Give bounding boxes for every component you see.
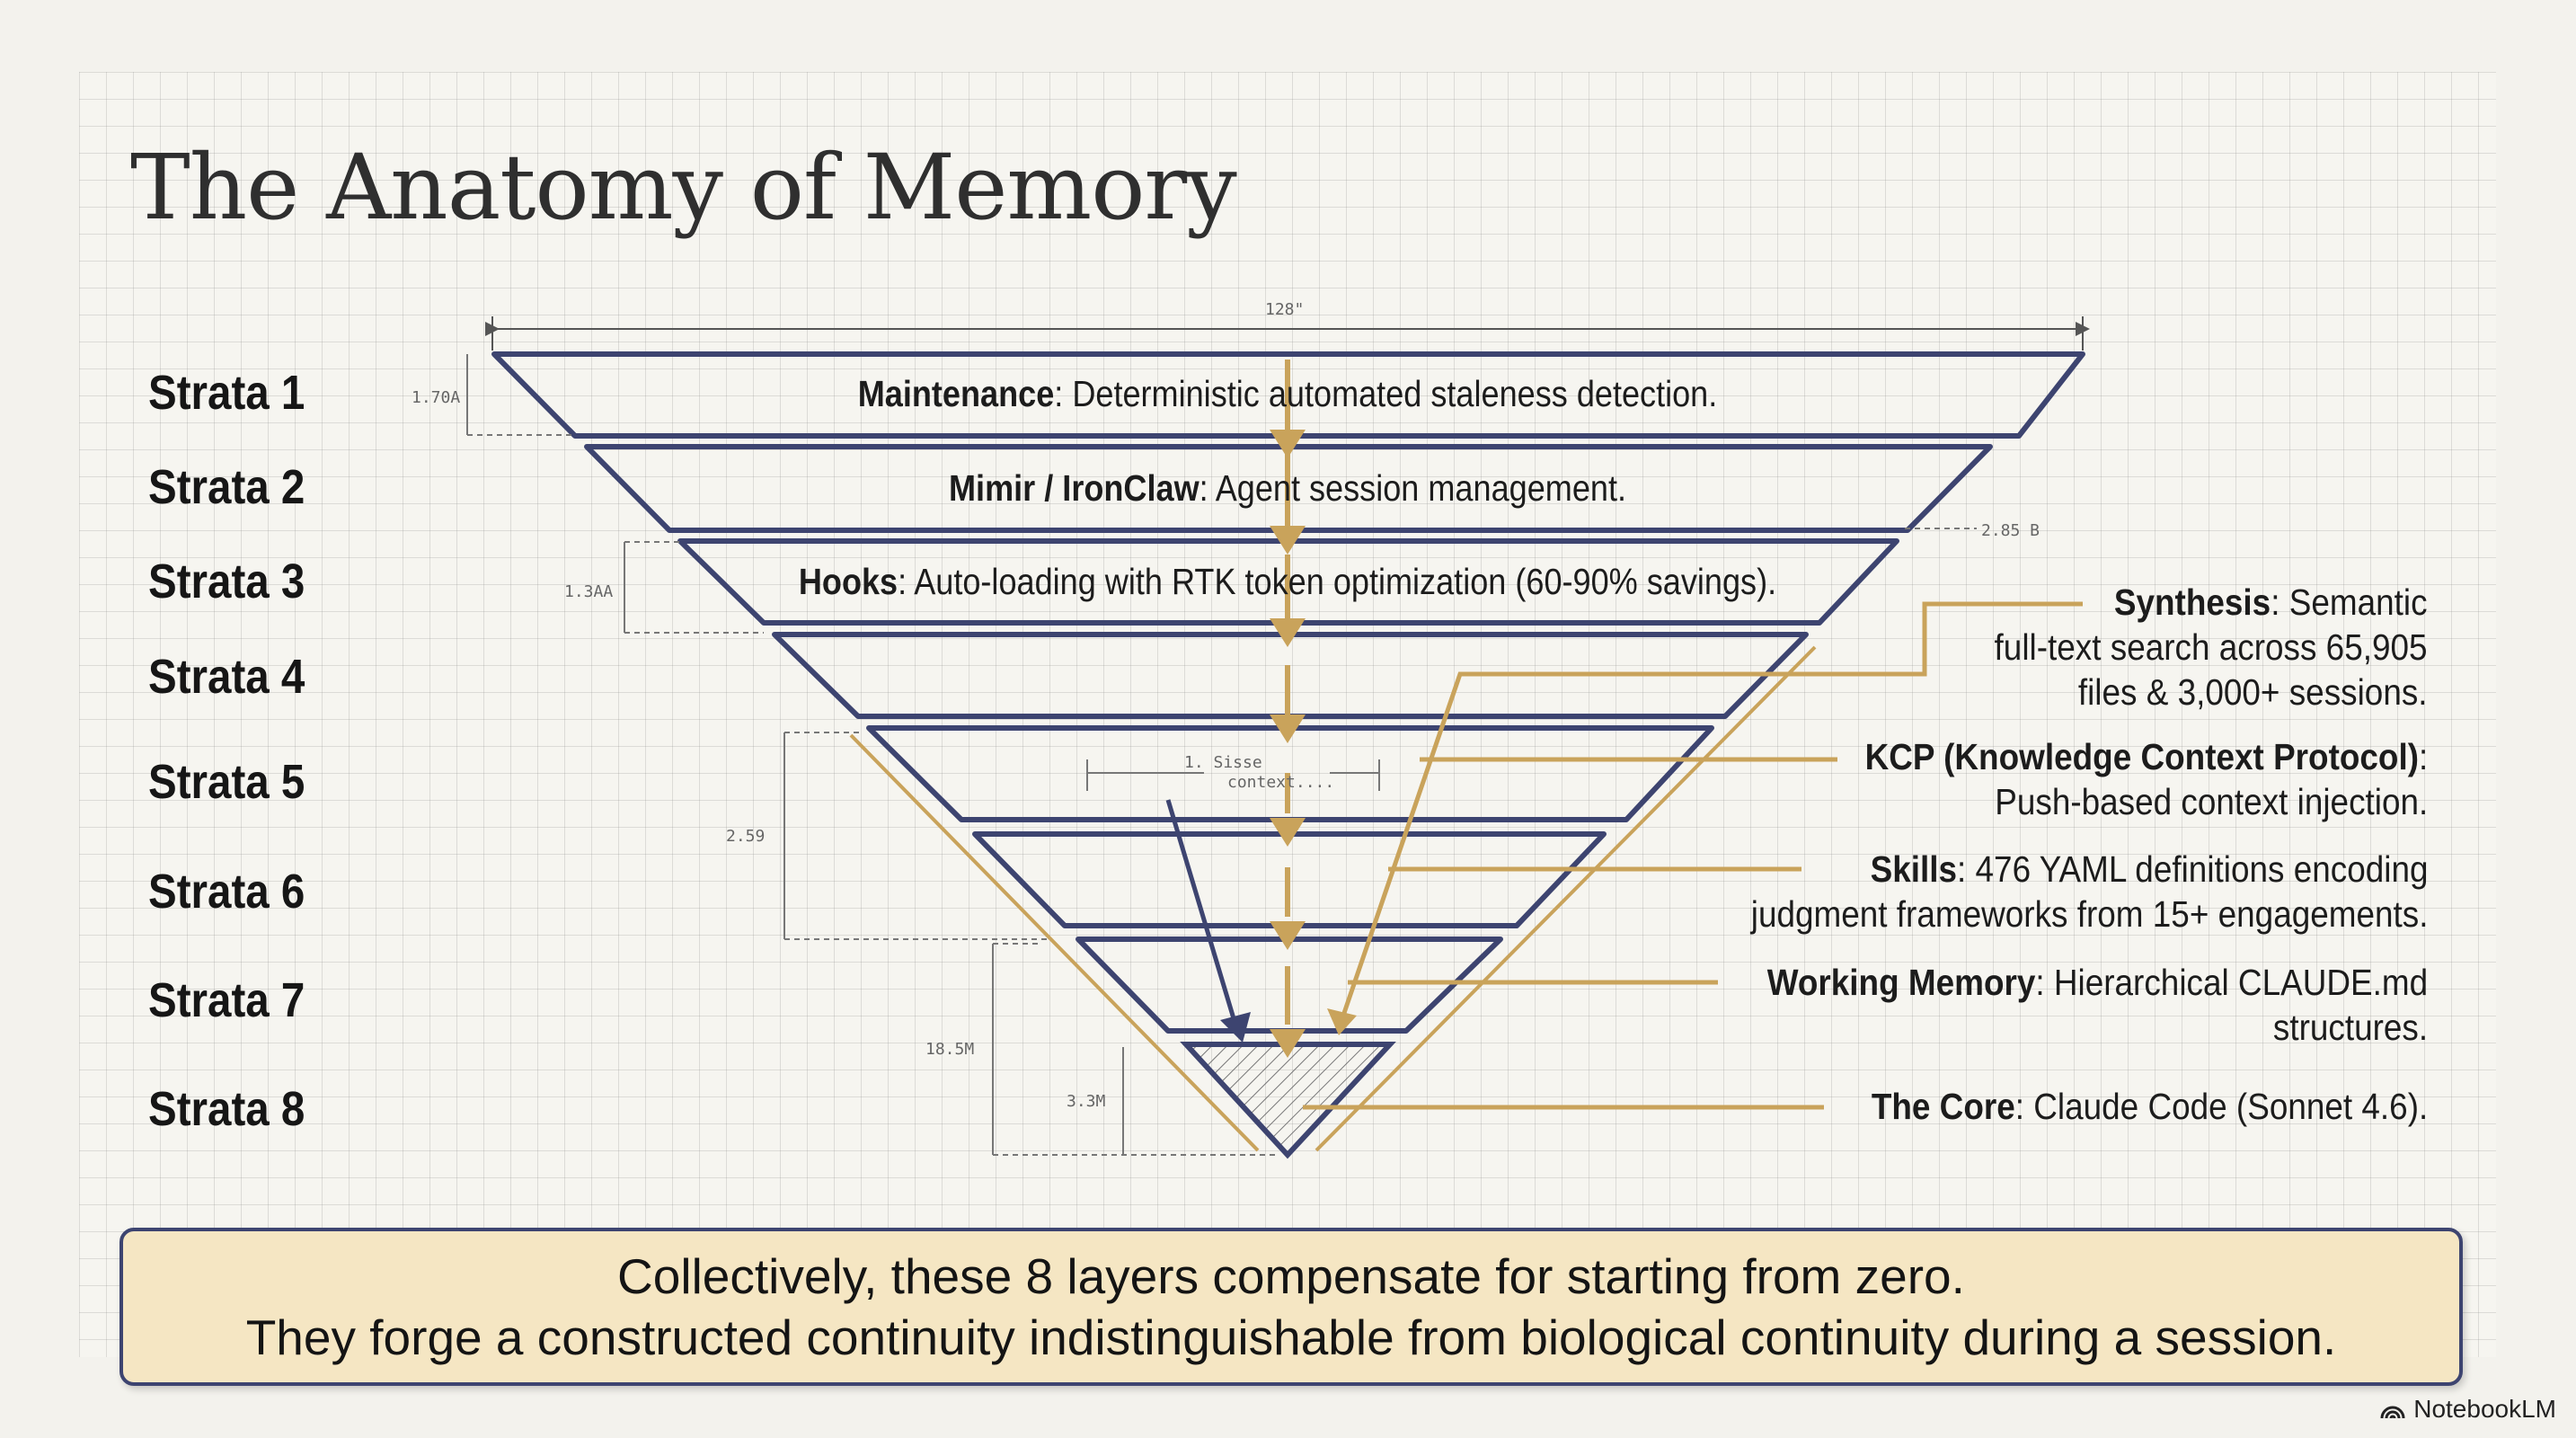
strata-label-2: Strata 2 [148,460,305,514]
strata-label-3: Strata 3 [148,555,305,608]
summary-line-1: Collectively, these 8 layers compensate … [617,1248,1965,1304]
strata-label-7: Strata 7 [148,973,305,1027]
summary-line-2: They forge a constructed continuity indi… [245,1309,2337,1365]
layer-3-text: Hooks: Auto-loading with RTK token optim… [798,561,1777,602]
brand-name: NotebookLM [2413,1395,2556,1423]
layer-5 [866,725,1714,822]
dim-label-1: 1.70A [412,388,461,407]
layer-4 [772,632,1809,719]
layer-6 [972,831,1607,928]
summary-box: Collectively, these 8 layers compensate … [120,1228,2463,1386]
core-triangle [1180,1042,1396,1159]
layer-2-text: Mimir / IronClaw: Agent session manageme… [948,467,1627,509]
page-title: The Anatomy of Memory [130,135,1237,240]
strata-label-5: Strata 5 [148,755,305,809]
dim-label-3: 1.3AA [564,582,614,601]
inner-dim-label-2: context.... [1227,773,1335,792]
brand-watermark: NotebookLM [2379,1395,2556,1424]
strata-label-8: Strata 8 [148,1082,305,1136]
dim-label-5: 18.5M [925,1040,975,1059]
note-kcp: KCP (Knowledge Context Protocol): Push-b… [1864,736,2428,822]
dim-label-2: 2.85 B [1981,521,2040,540]
synthesis-leader [1341,601,2083,1016]
layer-2 [584,444,1993,533]
note-working-memory: Working Memory: Hierarchical CLAUDE.md s… [1766,962,2428,1048]
notebooklm-logo-icon [2380,1406,2405,1419]
strata-label-6: Strata 6 [148,865,305,919]
strata-label-4: Strata 4 [148,650,305,704]
inner-dim-label-1: 1. Sisse [1184,753,1262,772]
note-skills: Skills: 476 YAML definitions encoding ju… [1750,848,2428,935]
layer-1-text: Maintenance: Deterministic automated sta… [857,373,1718,414]
dim-width-label: 128" [1265,300,1305,319]
note-core: The Core: Claude Code (Sonnet 4.6). [1871,1086,2428,1127]
layer-1 [491,351,2085,439]
layer-7 [1076,936,1503,1034]
layer-3 [677,538,1899,626]
strata-label-1: Strata 1 [148,366,305,420]
dim-label-4: 2.59 [726,827,766,846]
dim-label-6: 3.3M [1067,1092,1106,1111]
note-synthesis: Synthesis: Semantic full-text search acr… [1995,581,2428,713]
